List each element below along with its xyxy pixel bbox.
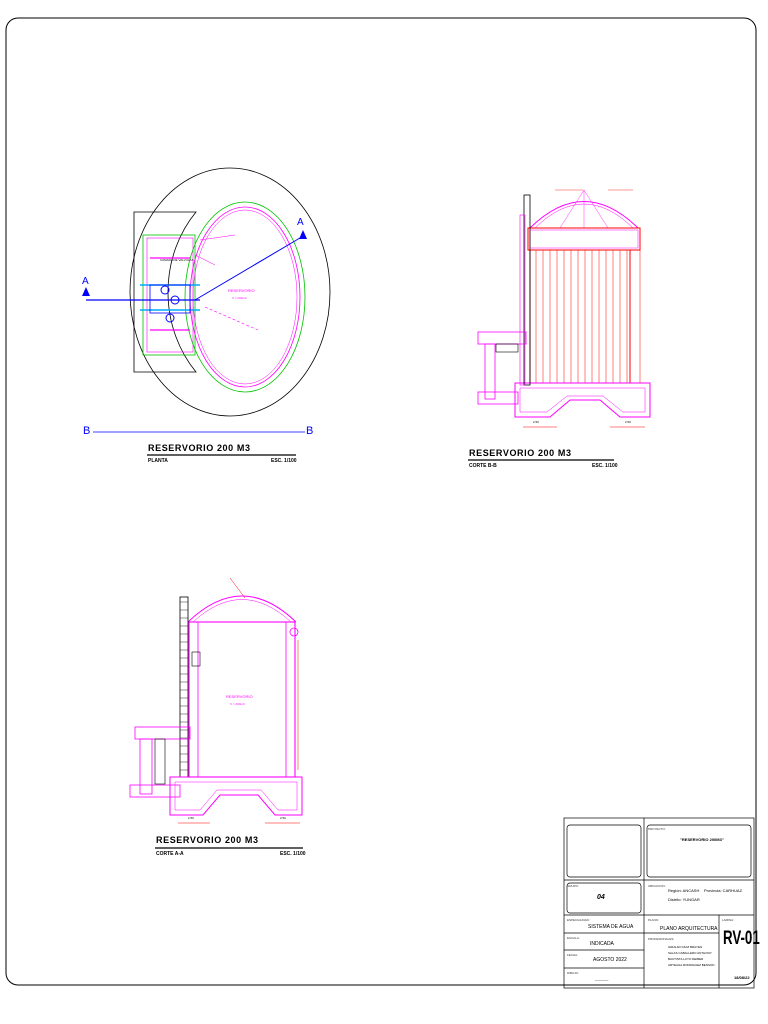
plan-chamber-label: CAMARA DE VALVULAS <box>160 258 194 262</box>
plan-view <box>82 167 331 456</box>
plan-view-scale: ESC. 1/100 <box>271 458 297 464</box>
aa-tank-sublabel: V = 200m3 <box>230 702 245 706</box>
tb-profesionales-label: PROFESIONALES: <box>648 937 675 941</box>
bb-dim-left: 2.50 <box>533 420 539 424</box>
tb-profesional-3: BAUTISTA LUYO DEIBER <box>668 957 704 961</box>
sheet-frame <box>5 17 757 986</box>
tb-fecha: AGOSTO 2022 <box>593 957 627 963</box>
tb-distrito: Distrito: YUNGAR <box>668 897 700 902</box>
section-aa-scale: ESC. 1/100 <box>280 851 306 857</box>
tb-especialidad: SISTEMA DE AGUA <box>588 924 634 930</box>
tb-dibujo: ______ <box>595 976 609 981</box>
tb-ubicacion-label: UBICACION: <box>648 884 666 888</box>
section-aa-view <box>129 577 303 849</box>
tb-grupo: 04 <box>597 894 605 901</box>
tb-region: Región: ANCASH <box>668 888 700 893</box>
tb-dibujo-label: DIBUJO: <box>567 971 579 975</box>
aa-dim-left: 2.50 <box>188 816 194 820</box>
tb-proyecto: "RESERVORIO 200M3" <box>680 837 724 842</box>
tb-fecha-lamina: 18/08/22 <box>734 975 750 980</box>
aa-tank-label: RESERVORIO <box>226 694 253 699</box>
section-bb-scale: ESC. 1/100 <box>592 463 618 469</box>
tb-grupo-label: GRUPO: <box>567 884 579 888</box>
section-bb-view <box>468 189 651 461</box>
section-aa-title: RESERVORIO 200 M3 <box>156 835 259 845</box>
section-marker-a-left: A <box>82 276 89 287</box>
tb-lamina: RV-01 <box>723 928 760 949</box>
tank-outer-outline <box>129 167 331 417</box>
tb-plano: PLANO ARQUITECTURA <box>660 926 718 932</box>
tb-provincia: Provincia: CARHUAZ <box>704 888 743 893</box>
title-block-frame <box>563 817 755 989</box>
section-bb-subtitle: CORTE B-B <box>469 463 497 469</box>
tb-profesional-1: GIRALDO DIAZ BRAYEN <box>668 945 703 949</box>
tb-especialidad-label: ESPECIALIDAD: <box>567 918 590 922</box>
section-marker-b-right: B <box>306 425 314 437</box>
plan-view-subtitle: PLANTA <box>148 458 168 464</box>
tb-escala: INDICADA <box>590 941 614 947</box>
tb-lamina-label: LAMINA: <box>722 918 735 922</box>
tb-escala-label: ESCALA: <box>567 936 580 940</box>
aa-dim-right: 2.50 <box>280 816 286 820</box>
plan-tank-sublabel: V = 200m3 <box>232 296 247 300</box>
tb-profesional-4: ARTEAGA RODRIGUEZ BENSON <box>668 963 715 967</box>
plan-tank-label: RESERVORIO <box>228 288 255 293</box>
section-marker-b-left: B <box>83 425 91 437</box>
tb-fecha-label: FECHA: <box>567 953 579 957</box>
section-aa-subtitle: CORTE A-A <box>156 851 184 857</box>
section-bb-title: RESERVORIO 200 M3 <box>469 448 572 458</box>
tb-plano-label: PLANO: <box>648 918 660 922</box>
plan-view-title: RESERVORIO 200 M3 <box>148 443 251 453</box>
bb-dim-right: 2.50 <box>625 420 631 424</box>
section-marker-a-right: A <box>297 217 304 228</box>
tb-profesional-2: SALAS CABALLERO ANTHONY <box>668 951 712 955</box>
tb-proyecto-label: PROYECTO: <box>648 827 666 831</box>
